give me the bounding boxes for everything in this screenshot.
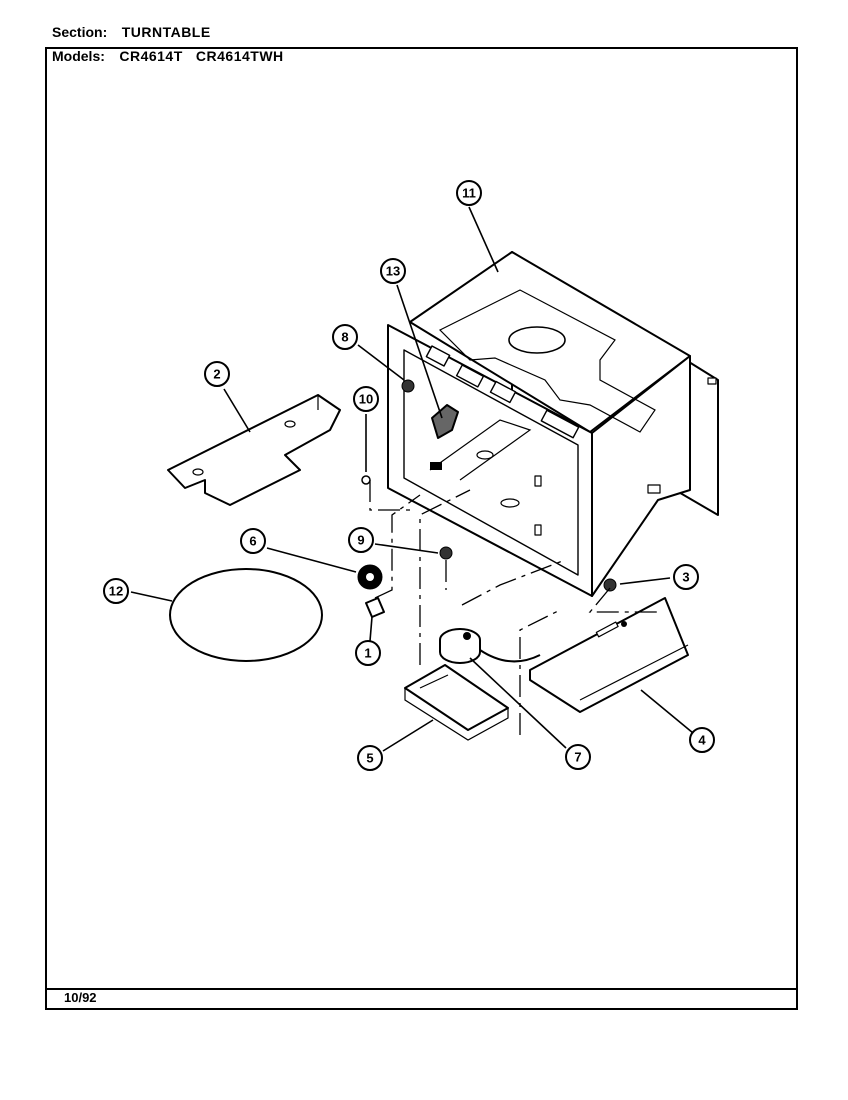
- callout-4: 4: [689, 727, 715, 753]
- roller-gear: [357, 564, 383, 590]
- motor-cover-tray: [404, 664, 509, 741]
- drawing-frame: [45, 47, 798, 1010]
- models-value: CR4614T CR4614TWH: [119, 48, 284, 64]
- svg-text:5: 5: [366, 751, 373, 766]
- section-row: Section: TURNTABLE: [52, 24, 211, 42]
- callout-5: 5: [357, 745, 383, 771]
- callout-12: 12: [103, 578, 129, 604]
- mounting-screw-small: [361, 475, 371, 485]
- revision-date: 10/92: [64, 990, 97, 1005]
- svg-text:7: 7: [574, 750, 581, 765]
- assembly-line-motor: [461, 559, 566, 606]
- svg-text:12: 12: [109, 584, 123, 599]
- svg-text:1: 1: [364, 646, 371, 661]
- callout-2: 2: [204, 361, 230, 387]
- models-label: Models:: [52, 48, 105, 64]
- svg-text:9: 9: [357, 533, 364, 548]
- callout-6: 6: [240, 528, 266, 554]
- svg-text:10: 10: [359, 392, 373, 407]
- turntable-motor: [439, 628, 541, 664]
- callout-8: 8: [332, 324, 358, 350]
- svg-text:2: 2: [213, 367, 220, 382]
- callout-13: 13: [380, 258, 406, 284]
- callout-9: 9: [348, 527, 374, 553]
- mounting-screw-upper: [401, 379, 415, 393]
- hex-nut: [603, 578, 617, 592]
- cover-plate: [167, 394, 341, 506]
- drive-coupler: [365, 597, 385, 618]
- assembly-line-coupler: [374, 494, 421, 599]
- motor-mounting-bracket: [529, 597, 689, 713]
- svg-text:8: 8: [341, 330, 348, 345]
- mounting-screw-lower: [439, 546, 453, 560]
- turntable-glass-tray: [169, 568, 323, 662]
- assembly-line-small-screw: [369, 480, 410, 511]
- svg-text:3: 3: [682, 570, 689, 585]
- callout-7: 7: [565, 744, 591, 770]
- assembly-line-nut: [588, 587, 660, 613]
- svg-text:13: 13: [386, 264, 400, 279]
- interlock-bracket: [431, 404, 459, 439]
- callout-3: 3: [673, 564, 699, 590]
- footer-divider: [45, 988, 798, 990]
- section-value: TURNTABLE: [121, 24, 211, 40]
- callout-11: 11: [456, 180, 482, 206]
- svg-text:11: 11: [462, 186, 476, 201]
- callout-1: 1: [355, 640, 381, 666]
- svg-text:4: 4: [698, 733, 706, 748]
- models-row: Models: CR4614T CR4614TWH: [52, 48, 284, 66]
- assembly-line-bracket: [519, 609, 561, 735]
- svg-text:6: 6: [249, 534, 256, 549]
- section-label: Section:: [52, 24, 108, 40]
- assembly-line-tray: [419, 489, 471, 665]
- callout-10: 10: [353, 386, 379, 412]
